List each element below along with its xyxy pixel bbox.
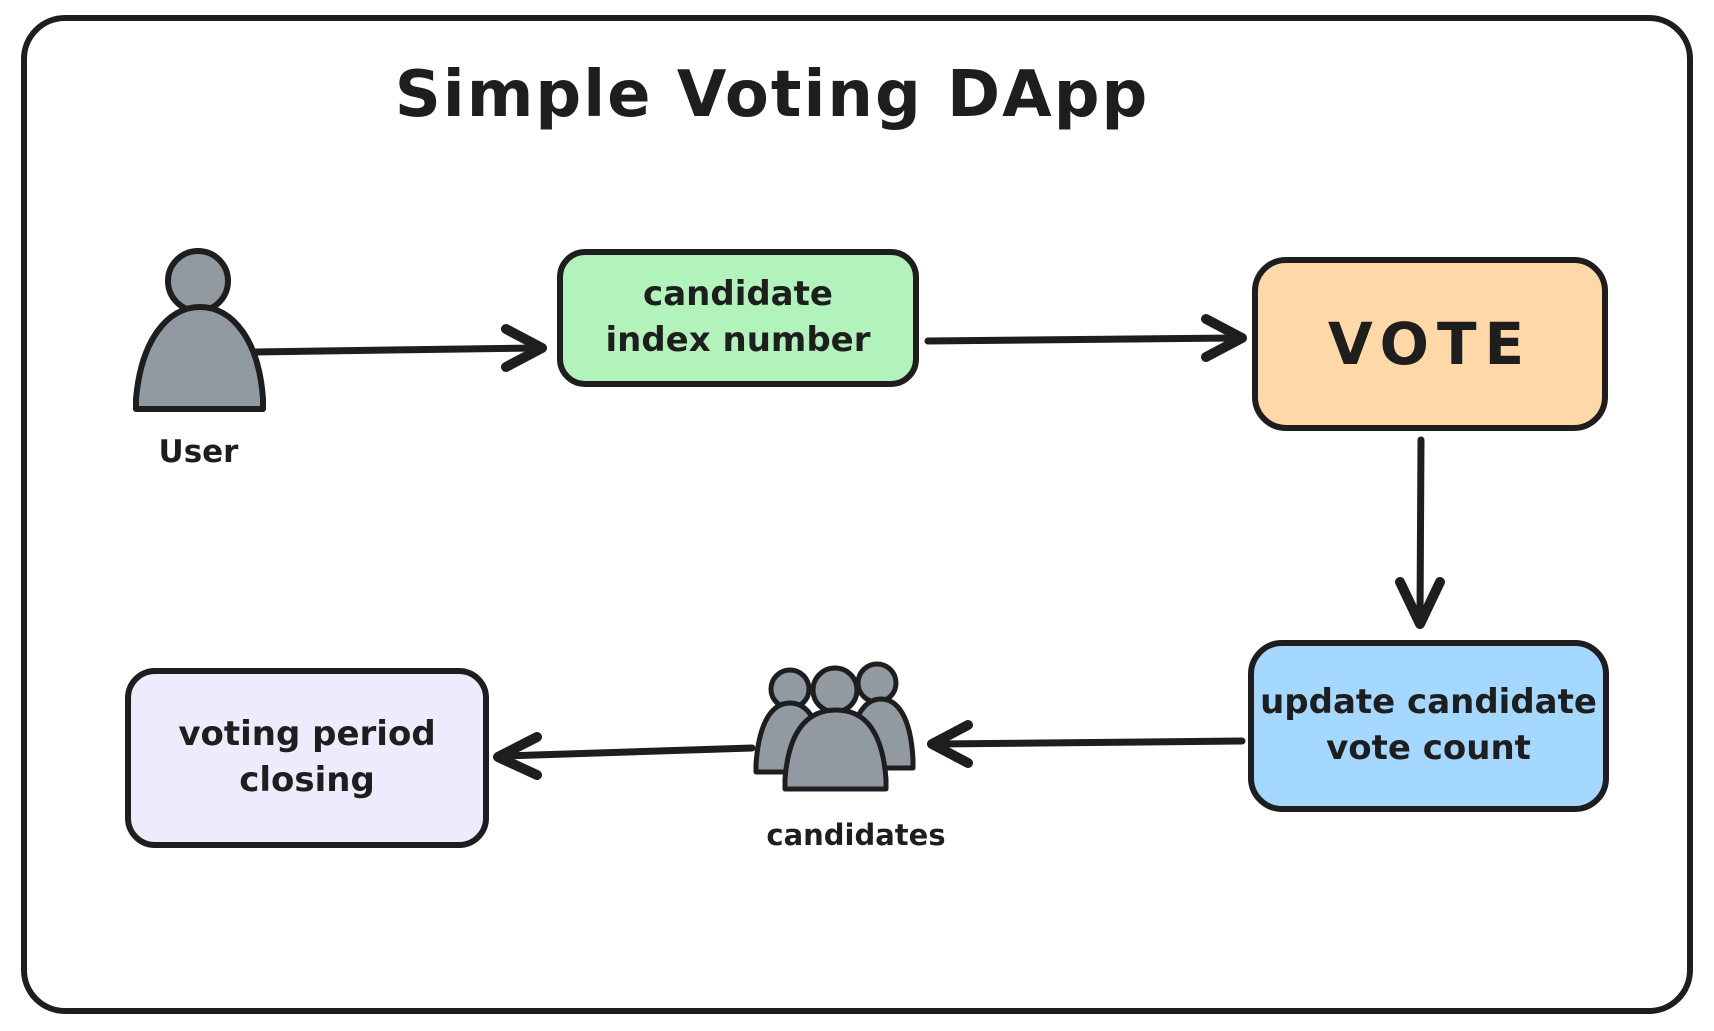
node-candidate-index-number-label: candidate index number (605, 274, 871, 360)
node-candidate-index-number: candidate index number (557, 249, 919, 387)
diagram-border (21, 15, 1693, 1014)
node-voting-period-closing-label: voting period closing (178, 714, 436, 800)
people-group-icon (753, 661, 916, 792)
arrow-vote-to-update-count (1395, 436, 1445, 629)
node-vote: VOTE (1252, 257, 1608, 431)
arrow-user-to-candidate-index (248, 324, 547, 372)
node-update-candidate-vote-count-label: update candidate vote count (1260, 682, 1597, 768)
arrow-update-count-to-candidates (927, 720, 1246, 768)
node-update-candidate-vote-count: update candidate vote count (1248, 640, 1609, 812)
person-icon (133, 248, 266, 412)
node-voting-period-closing: voting period closing (125, 668, 489, 848)
diagram-title: Simple Voting DApp (394, 58, 1150, 132)
arrow-candidates-to-voting-period (493, 732, 756, 780)
node-vote-label: VOTE (1327, 309, 1533, 378)
arrow-candidate-index-to-vote (924, 314, 1247, 362)
user-label: User (158, 434, 239, 470)
candidates-label: candidates (766, 818, 946, 852)
